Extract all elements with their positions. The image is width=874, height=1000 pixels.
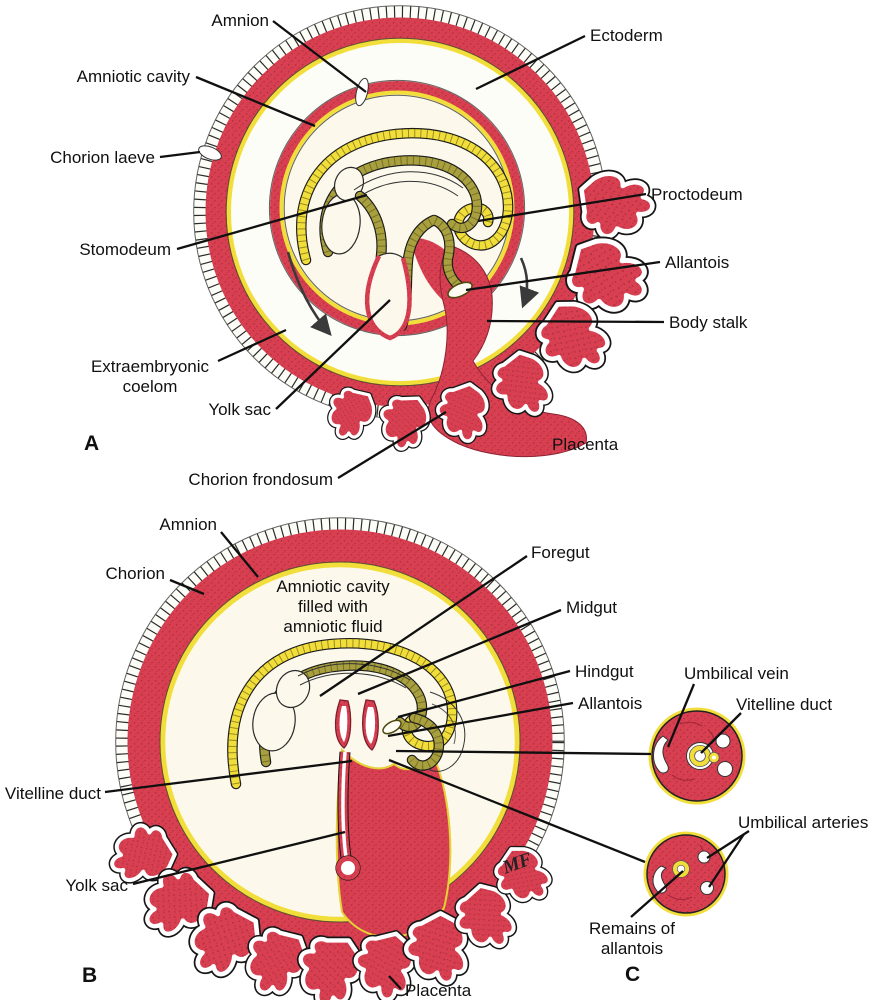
label-hindgut: Hindgut bbox=[575, 662, 634, 681]
umbilical-vein-lumen bbox=[653, 735, 669, 774]
panel-letter-c: C bbox=[625, 963, 640, 986]
leader-proctodeum bbox=[477, 192, 647, 223]
leader-allantois-b bbox=[387, 701, 574, 738]
label-remains-of-allantois-1: Remains of bbox=[589, 919, 675, 938]
label-chorion-frondosum: Chorion frondosum bbox=[188, 470, 333, 489]
leader-remains-of-allantois bbox=[630, 870, 684, 918]
label-remains-of-allantois-2: allantois bbox=[601, 939, 663, 958]
leader-allantois-a bbox=[465, 260, 661, 292]
label-midgut: Midgut bbox=[566, 598, 617, 617]
label-placenta-a: Placenta bbox=[552, 435, 619, 454]
chorion-laeve-bump bbox=[198, 145, 222, 161]
label-extraembryonic-coelom-2: coelom bbox=[123, 377, 178, 396]
label-placenta-b: Placenta bbox=[405, 981, 472, 1000]
label-stomodeum: Stomodeum bbox=[79, 240, 171, 259]
leader-extraembryonic-coelom bbox=[217, 328, 287, 363]
leader-body-stalk bbox=[486, 319, 665, 324]
umbilical-artery-upper-2 bbox=[717, 761, 733, 777]
panel-c-cross-sections bbox=[643, 707, 746, 917]
label-yolk-sac-b: Yolk sac bbox=[65, 876, 128, 895]
vitelline-duct-yolk-sac-b bbox=[335, 751, 361, 881]
leader-amniotic-cavity-a bbox=[195, 75, 316, 128]
embryo-b bbox=[232, 643, 466, 881]
panel-a-diagram bbox=[193, 5, 656, 458]
umbilical-artery-upper-1 bbox=[715, 733, 731, 749]
label-yolk-sac-a: Yolk sac bbox=[208, 400, 271, 419]
label-umbilical-arteries: Umbilical arteries bbox=[738, 813, 868, 832]
label-allantois-a: Allantois bbox=[665, 253, 729, 272]
leader-lines bbox=[104, 20, 750, 990]
label-chorion-b: Chorion bbox=[105, 564, 165, 583]
leader-midgut bbox=[357, 608, 562, 696]
leader-yolk-sac-b bbox=[132, 830, 346, 886]
leader-placenta-b bbox=[388, 975, 402, 990]
allantois-a bbox=[447, 281, 473, 299]
label-proctodeum: Proctodeum bbox=[651, 185, 743, 204]
leader-umbilical-artery-2 bbox=[708, 833, 745, 888]
leader-vitelline-duct-b bbox=[104, 759, 353, 794]
tail-fold-line bbox=[427, 691, 466, 772]
panel-b-diagram: MF bbox=[102, 517, 565, 1000]
fold-arrow-left bbox=[286, 251, 332, 336]
leader-chorion-laeve bbox=[159, 150, 201, 159]
leader-chorion-b bbox=[169, 578, 205, 596]
remains-of-allantois-ring bbox=[672, 860, 690, 878]
leader-foregut bbox=[319, 555, 528, 697]
label-vitelline-duct-b: Vitelline duct bbox=[5, 784, 101, 803]
leader-ectoderm bbox=[475, 34, 586, 91]
label-chorion-laeve: Chorion laeve bbox=[50, 148, 155, 167]
allantois-b bbox=[382, 719, 402, 735]
allantois-ring-upper bbox=[709, 752, 719, 763]
leader-umbilical-vein bbox=[666, 683, 696, 748]
label-amnion-b: Amnion bbox=[159, 515, 217, 534]
label-extraembryonic-coelom-1: Extraembryonic bbox=[91, 357, 210, 376]
leader-amnion-a bbox=[272, 20, 367, 93]
label-allantois-b: Allantois bbox=[578, 694, 642, 713]
label-amniotic-cavity-note-2: filled with bbox=[298, 597, 368, 616]
label-body-stalk: Body stalk bbox=[669, 313, 748, 332]
label-ectoderm: Ectoderm bbox=[590, 26, 663, 45]
panel-letter-a: A bbox=[84, 432, 99, 455]
label-amniotic-cavity-a: Amniotic cavity bbox=[77, 67, 191, 86]
leader-chorion-frondosum bbox=[337, 411, 447, 479]
label-amniotic-cavity-note-3: amniotic fluid bbox=[283, 617, 382, 636]
neural-tube-line bbox=[353, 171, 464, 191]
label-vitelline-duct-c: Vitelline duct bbox=[736, 695, 832, 714]
cord-cross-section-lower bbox=[643, 831, 729, 917]
connector-cord-upper bbox=[395, 749, 652, 756]
connector-cord-lower bbox=[388, 758, 646, 864]
leader-hindgut bbox=[397, 669, 571, 719]
leader-stomodeum bbox=[176, 193, 368, 251]
panel-letter-b: B bbox=[82, 964, 97, 987]
label-umbilical-vein: Umbilical vein bbox=[684, 664, 789, 683]
leader-amnion-b bbox=[220, 531, 259, 578]
leader-yolk-sac-a bbox=[275, 299, 391, 410]
label-amnion-a: Amnion bbox=[211, 11, 269, 30]
labels: Amnion Ectoderm Amniotic cavity Chorion … bbox=[5, 11, 868, 1000]
label-foregut: Foregut bbox=[531, 543, 590, 562]
leader-vitelline-duct-c bbox=[700, 712, 742, 754]
embryo-a bbox=[301, 133, 508, 341]
label-amniotic-cavity-note-1: Amniotic cavity bbox=[276, 577, 390, 596]
